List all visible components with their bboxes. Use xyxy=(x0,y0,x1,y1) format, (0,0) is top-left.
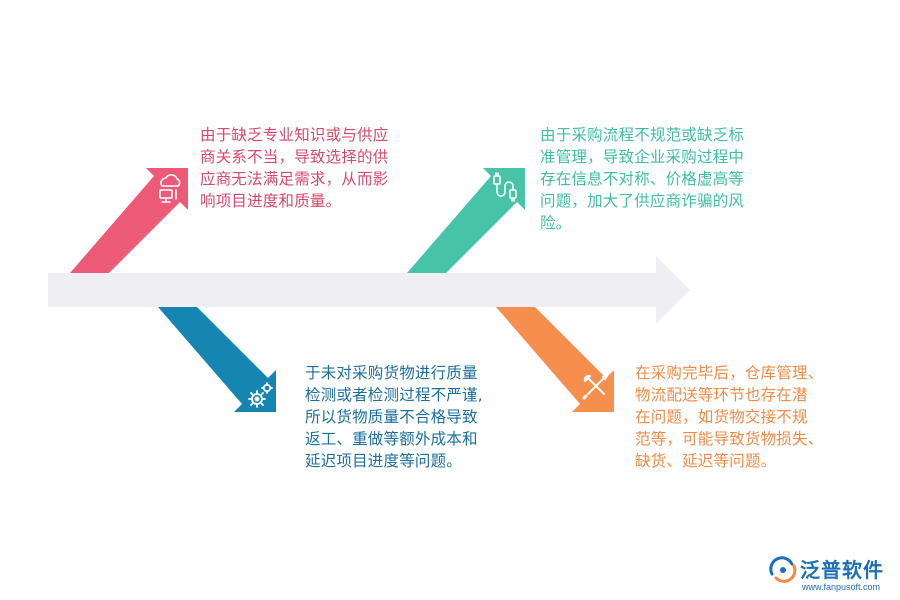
note-line: 险。 xyxy=(540,214,572,232)
note-line: 商关系不当，导致选择的供 xyxy=(200,148,389,166)
note-line: 问题，加大了供应商诈骗的风 xyxy=(540,192,745,210)
teal-branch-arrow xyxy=(407,168,525,273)
note-line: 应商无法满足需求，从而影 xyxy=(200,170,389,188)
logo-url: www.fanpusoft.com xyxy=(802,582,881,592)
orange-branch-arrow xyxy=(496,307,614,412)
note-line: 缺货、延迟等问题。 xyxy=(635,452,777,470)
blue-branch-arrow xyxy=(158,307,276,412)
note-line: 由于缺乏专业知识或与供应 xyxy=(200,126,389,144)
note-line: 于未对采购货物进行质量 xyxy=(305,364,478,382)
note-line: 准管理，导致企业采购过程中 xyxy=(540,148,745,166)
fanpu-logo: 泛普软件 www.fanpusoft.com xyxy=(768,552,893,596)
logo-name: 泛普软件 xyxy=(800,558,884,582)
cloud-computer-icon xyxy=(159,174,181,203)
pink-branch-arrow xyxy=(70,168,188,273)
note-line: 延迟项目进度等问题。 xyxy=(305,452,463,470)
fanpu-logo-icon xyxy=(769,556,797,583)
note-line: 响项目进度和质量。 xyxy=(200,192,342,210)
note-supplier-selection: 由于缺乏专业知识或与供应 商关系不当，导致选择的供 应商无法满足需求，从而影 响… xyxy=(200,124,388,212)
note-line: 物流配送等环节也存在潜 xyxy=(635,386,808,404)
plug-cable-icon xyxy=(493,172,517,202)
note-line: 由于采购流程不规范或缺乏标 xyxy=(540,126,745,144)
note-warehouse-logistics: 在采购完毕后，仓库管理、 物流配送等环节也存在潜 在问题，如货物交接不规 范等，… xyxy=(635,362,823,472)
note-line: 在采购完毕后，仓库管理、 xyxy=(635,364,824,382)
note-line: 存在信息不对称、价格虚高等 xyxy=(540,170,745,188)
tools-icon xyxy=(582,374,608,400)
note-line: 返工、重做等额外成本和 xyxy=(305,430,478,448)
note-line: 检测或者检测过程不严谨, xyxy=(305,386,483,404)
main-spine-arrow xyxy=(48,256,690,324)
gears-icon xyxy=(248,382,273,408)
note-line: 范等，可能导致货物损失、 xyxy=(635,430,824,448)
note-line: 在问题，如货物交接不规 xyxy=(635,408,808,426)
note-process-standard: 由于采购流程不规范或缺乏标 准管理，导致企业采购过程中 存在信息不对称、价格虚高… xyxy=(540,124,744,234)
note-line: 所以货物质量不合格导致 xyxy=(305,408,478,426)
note-quality-inspection: 于未对采购货物进行质量 检测或者检测过程不严谨, 所以货物质量不合格导致 返工、… xyxy=(305,362,483,472)
